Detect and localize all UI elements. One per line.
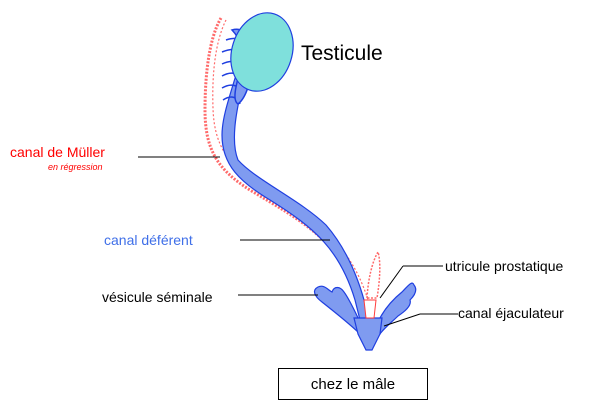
- ejaculatory-duct-label: canal éjaculateur: [458, 305, 564, 321]
- ejaculatory-base: [354, 318, 382, 350]
- utricle-label: utricule prostatique: [445, 258, 563, 274]
- caption-text: chez le mâle: [311, 376, 395, 393]
- seminal-vesicle-right: [376, 283, 416, 334]
- testis-label: Testicule: [301, 42, 383, 66]
- utricle-remnant: [367, 252, 380, 298]
- seminal-vesicle-label: vésicule séminale: [102, 289, 213, 305]
- muller-duct-label: canal de Müller: [10, 144, 105, 160]
- leader-utricle-b: [380, 266, 403, 298]
- utricle-opening: [364, 300, 376, 318]
- vas-deferens-label: canal déférent: [104, 232, 193, 248]
- caption: chez le mâle: [278, 368, 428, 400]
- muller-duct-sublabel: en régression: [48, 162, 103, 172]
